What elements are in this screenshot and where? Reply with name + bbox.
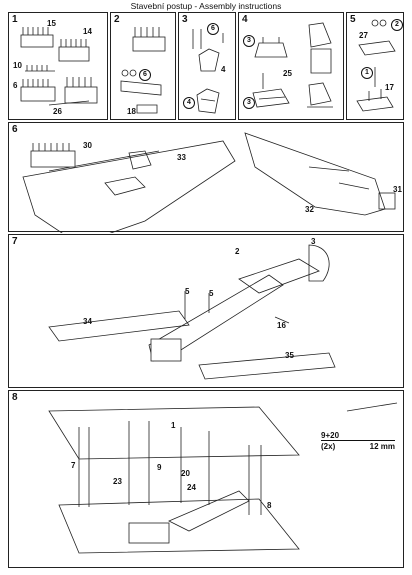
callout-circle: 1 [361, 67, 373, 79]
step-3-panel: 3 6 4 4 [178, 12, 236, 120]
callout-circle: 6 [207, 23, 219, 35]
page-title: Stavební postup - Assembly instructions [130, 1, 282, 11]
step-3-drawing [192, 29, 224, 114]
step-number: 2 [114, 14, 120, 25]
strut-part: 9+20 [321, 431, 340, 440]
strut-qty: (2x) [321, 442, 336, 451]
part-label: 4 [221, 65, 226, 74]
part-label: 15 [47, 19, 56, 28]
callout-circle: 4 [183, 97, 195, 109]
part-label: 35 [285, 351, 294, 360]
part-label: 1 [171, 421, 176, 430]
step-6-panel: 6 30 33 31 32 [8, 122, 404, 233]
part-label: 7 [71, 461, 76, 470]
step-8-drawing [48, 402, 398, 554]
callout-circle: 6 [139, 69, 151, 81]
part-label: 3 [311, 237, 316, 246]
part-label: 25 [283, 69, 292, 78]
part-label: 6 [13, 81, 18, 90]
step-4-drawing [252, 22, 333, 108]
step-7-panel: 7 2 3 5 5 34 16 35 [8, 234, 404, 388]
part-label: 31 [393, 185, 402, 194]
part-label: 5 [209, 289, 214, 298]
callout-circle: 2 [391, 19, 403, 31]
step-8-panel: 8 1 7 23 9 20 24 8 9+20 (2x) 12 mm [8, 390, 404, 568]
part-label: 17 [385, 83, 394, 92]
part-label: 27 [359, 31, 368, 40]
step-2-panel: 2 6 18 [110, 12, 176, 120]
step-1-drawing [20, 27, 98, 106]
part-label: 30 [83, 141, 92, 150]
part-label: 8 [267, 501, 272, 510]
strut-note: 9+20 (2x) 12 mm [321, 431, 395, 451]
part-label: 16 [277, 321, 286, 330]
step-number: 4 [242, 14, 248, 25]
part-label: 32 [305, 205, 314, 214]
step-number: 6 [12, 124, 18, 135]
part-label: 24 [187, 483, 196, 492]
step-7-drawing [48, 244, 336, 380]
step-2-drawing [120, 27, 166, 114]
part-label: 34 [83, 317, 92, 326]
part-label: 10 [13, 61, 22, 70]
step-1-panel: 1 15 14 10 6 26 [8, 12, 108, 120]
part-label: 23 [113, 477, 122, 486]
part-label: 20 [181, 469, 190, 478]
part-label: 26 [53, 107, 62, 116]
callout-circle: 3 [243, 97, 255, 109]
step-4-panel: 4 3 25 3 [238, 12, 344, 120]
step-number: 1 [12, 14, 18, 25]
step-number: 8 [12, 392, 18, 403]
part-label: 2 [235, 247, 240, 256]
part-label: 18 [127, 107, 136, 116]
step-number: 7 [12, 236, 18, 247]
part-label: 14 [83, 27, 92, 36]
step-number: 3 [182, 14, 188, 25]
step-6-drawing [22, 132, 396, 233]
part-label: 9 [157, 463, 162, 472]
part-label: 5 [185, 287, 190, 296]
step-5-drawing [356, 19, 396, 112]
callout-circle: 3 [243, 35, 255, 47]
strut-length: 12 mm [369, 442, 395, 451]
part-label: 33 [177, 153, 186, 162]
step-5-panel: 5 2 27 1 17 [346, 12, 404, 120]
step-number: 5 [350, 14, 356, 25]
